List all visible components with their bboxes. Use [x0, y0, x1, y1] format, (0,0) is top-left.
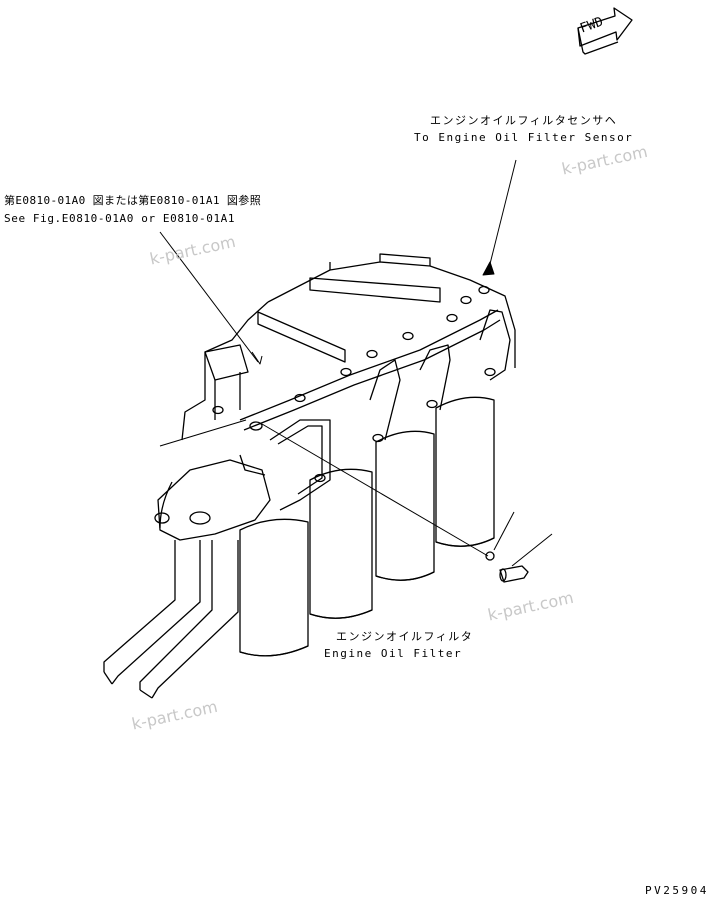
filter-canister-3 [309, 468, 373, 619]
leader-lines [159, 159, 553, 567]
outlet-hoses [103, 540, 239, 699]
front-flange [154, 454, 271, 541]
fwd-arrow-icon [577, 7, 633, 55]
filter-canister-2 [375, 430, 435, 581]
filter-head-block [181, 253, 516, 441]
oil-pipes [239, 309, 511, 511]
head-bolts [212, 285, 496, 483]
filter-canister-4 [239, 518, 309, 657]
sensor-callout-english: To Engine Oil Filter Sensor [414, 131, 634, 144]
fig-reference-english: See Fig.E0810-01A0 or E0810-01A1 [4, 212, 236, 225]
filter-callout-japanese: エンジンオイルフィルタ [336, 630, 474, 643]
fig-reference-japanese: 第E0810-01A0 図または第E0810-01A1 図参照 [4, 194, 262, 207]
filter-callout-english: Engine Oil Filter [324, 647, 463, 660]
sensor-callout-japanese: エンジンオイルフィルタセンサヘ [430, 114, 618, 127]
filter-canister-1 [435, 396, 495, 547]
sensor-connector [485, 551, 529, 583]
part-number: PV25904 [645, 884, 709, 897]
